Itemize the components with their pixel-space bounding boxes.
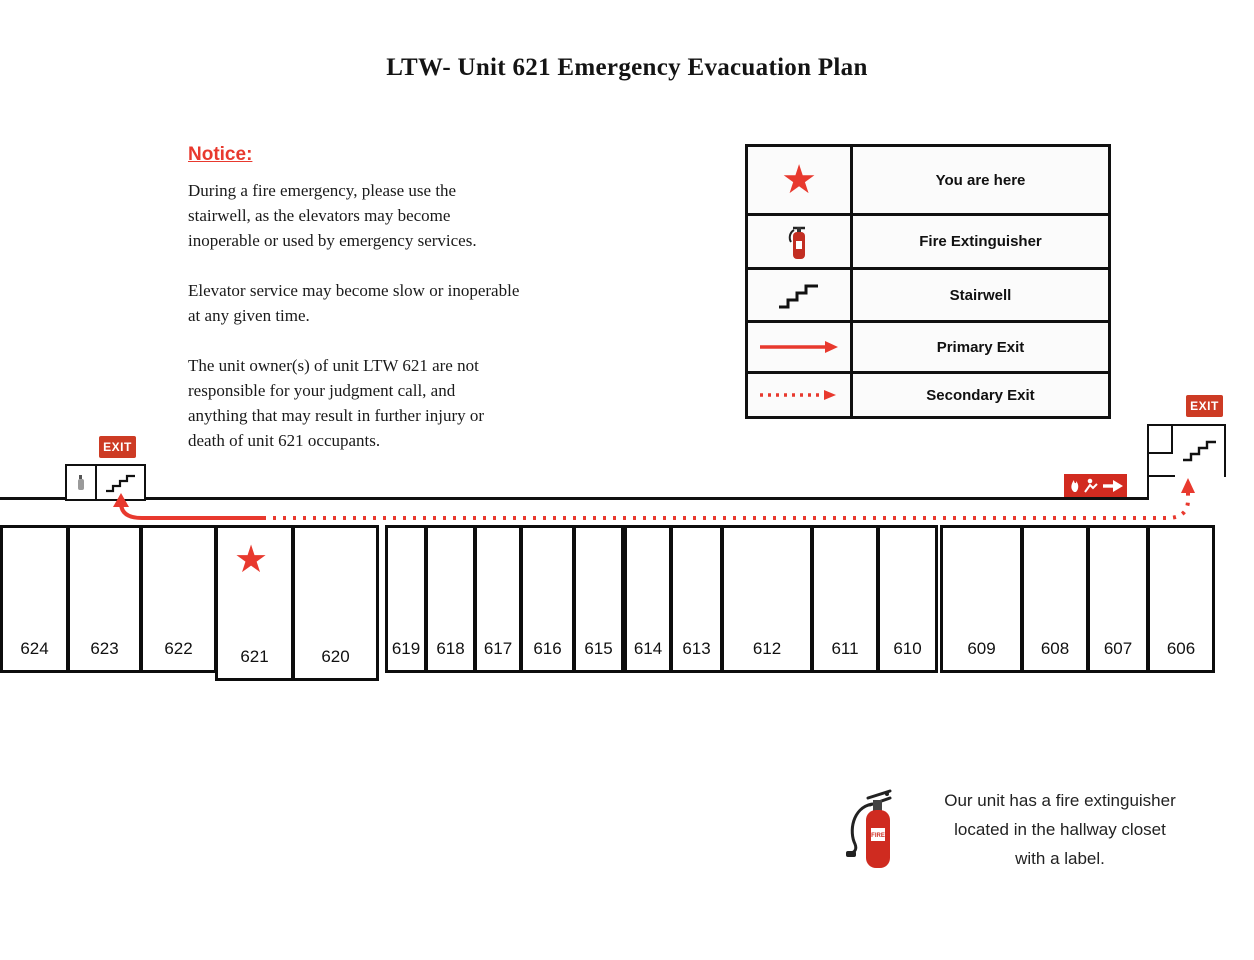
small-stairwell-icon	[97, 466, 144, 499]
star-icon	[781, 160, 817, 200]
legend-label: Primary Exit	[936, 338, 1025, 356]
footnote-line: Our unit has a fire extinguisher	[944, 791, 1176, 810]
secondary-exit-arrow-icon	[748, 374, 853, 416]
notice-line: at any given time.	[188, 306, 310, 325]
footnote-line: located in the hallway closet	[954, 820, 1166, 839]
room-number: 610	[893, 639, 922, 658]
you-are-here-star-icon	[234, 541, 268, 579]
room-number: 616	[533, 639, 562, 658]
room-614: 614	[624, 525, 672, 673]
notice-paragraph-2: Elevator service may become slow or inop…	[188, 278, 658, 328]
legend-label: You are here	[935, 171, 1026, 189]
notice-section: Notice: During a fire emergency, please …	[188, 144, 658, 478]
room-number: 618	[436, 639, 465, 658]
notice-line: inoperable or used by emergency services…	[188, 231, 477, 250]
hallway-wall	[145, 497, 1149, 500]
room-613: 613	[670, 525, 723, 673]
room-number: 615	[584, 639, 613, 658]
stairwell-wall	[1149, 475, 1175, 477]
footnote-fire-extinguisher-icon: FIRE	[840, 780, 900, 880]
notice-line: responsible for your judgment call, and	[188, 381, 456, 400]
legend-label: Fire Extinguisher	[919, 233, 1042, 250]
room-number: 607	[1103, 639, 1133, 658]
legend-row-stairwell: Stairwell	[748, 270, 1108, 323]
room-number: 609	[967, 639, 996, 658]
room-number: 624	[20, 639, 49, 658]
room-607: 607	[1087, 525, 1149, 673]
room-608: 608	[1021, 525, 1089, 673]
room-616: 616	[520, 525, 575, 673]
primary-exit-arrow-icon	[748, 323, 853, 371]
legend-row-fire-extinguisher: Fire Extinguisher	[748, 216, 1108, 270]
room-number: 606	[1166, 639, 1196, 658]
notice-line: stairwell, as the elevators may become	[188, 206, 451, 225]
legend-label: Secondary Exit	[926, 386, 1035, 404]
room-615: 615	[573, 525, 624, 673]
stairwell-wall	[1149, 452, 1173, 454]
legend: You are here Fire Extinguisher Stairwe	[745, 144, 1111, 419]
right-exit-sign: EXIT	[1186, 395, 1223, 417]
room-610: 610	[877, 525, 938, 673]
footnote-text: Our unit has a fire extinguisher located…	[910, 786, 1210, 873]
room-number: 621	[240, 647, 269, 666]
room-number: 622	[164, 639, 193, 658]
room-611: 611	[811, 525, 879, 673]
room-622: 622	[140, 525, 217, 673]
stairwell-icon	[748, 270, 853, 320]
room-619: 619	[385, 525, 427, 673]
extinguisher-label: FIRE	[871, 833, 885, 839]
room-number: 620	[321, 647, 350, 666]
small-fire-extinguisher-icon	[67, 466, 97, 499]
room-number: 619	[391, 639, 421, 658]
notice-line: Elevator service may become slow or inop…	[188, 281, 520, 300]
stairwell-wall	[1171, 426, 1173, 452]
footnote-line: with a label.	[1015, 849, 1105, 868]
fire-extinguisher-icon	[748, 216, 853, 267]
notice-paragraph-1: During a fire emergency, please use the …	[188, 178, 658, 253]
legend-label: Stairwell	[949, 286, 1012, 304]
room-number: 612	[752, 639, 782, 658]
room-624: 624	[0, 525, 69, 673]
room-618: 618	[425, 525, 476, 673]
left-exit-sign: EXIT	[99, 436, 136, 458]
room-609: 609	[940, 525, 1023, 673]
notice-heading: Notice:	[188, 144, 253, 165]
room-623: 623	[67, 525, 142, 673]
left-stairwell-room	[65, 464, 146, 501]
right-stairwell-room	[1147, 424, 1226, 477]
notice-line: anything that may result in further inju…	[188, 406, 485, 425]
room-612: 612	[721, 525, 813, 673]
notice-line: death of unit 621 occupants.	[188, 431, 381, 450]
room-620: 620	[292, 525, 379, 681]
fire-safety-sign	[1064, 474, 1127, 497]
legend-row-primary-exit: Primary Exit	[748, 323, 1108, 374]
room-number: 611	[831, 639, 859, 658]
room-606: 606	[1147, 525, 1215, 673]
you-are-here-star-icon	[748, 147, 853, 213]
legend-row-secondary-exit: Secondary Exit	[748, 374, 1108, 416]
notice-line: During a fire emergency, please use the	[188, 181, 457, 200]
legend-row-you-are-here: You are here	[748, 147, 1108, 216]
room-number: 614	[633, 639, 663, 658]
room-number: 608	[1040, 639, 1070, 658]
notice-paragraph-3: The unit owner(s) of unit LTW 621 are no…	[188, 353, 658, 453]
room-number: 613	[682, 639, 711, 658]
room-617: 617	[474, 525, 522, 673]
page-title: LTW- Unit 621 Emergency Evacuation Plan	[386, 54, 868, 81]
small-stairwell-icon	[1182, 436, 1218, 467]
room-number: 623	[90, 639, 119, 658]
room-number: 617	[483, 639, 513, 658]
fire-exit-pictogram-icon	[1071, 478, 1123, 493]
hallway-wall	[0, 497, 66, 500]
notice-line: The unit owner(s) of unit LTW 621 are no…	[188, 356, 479, 375]
